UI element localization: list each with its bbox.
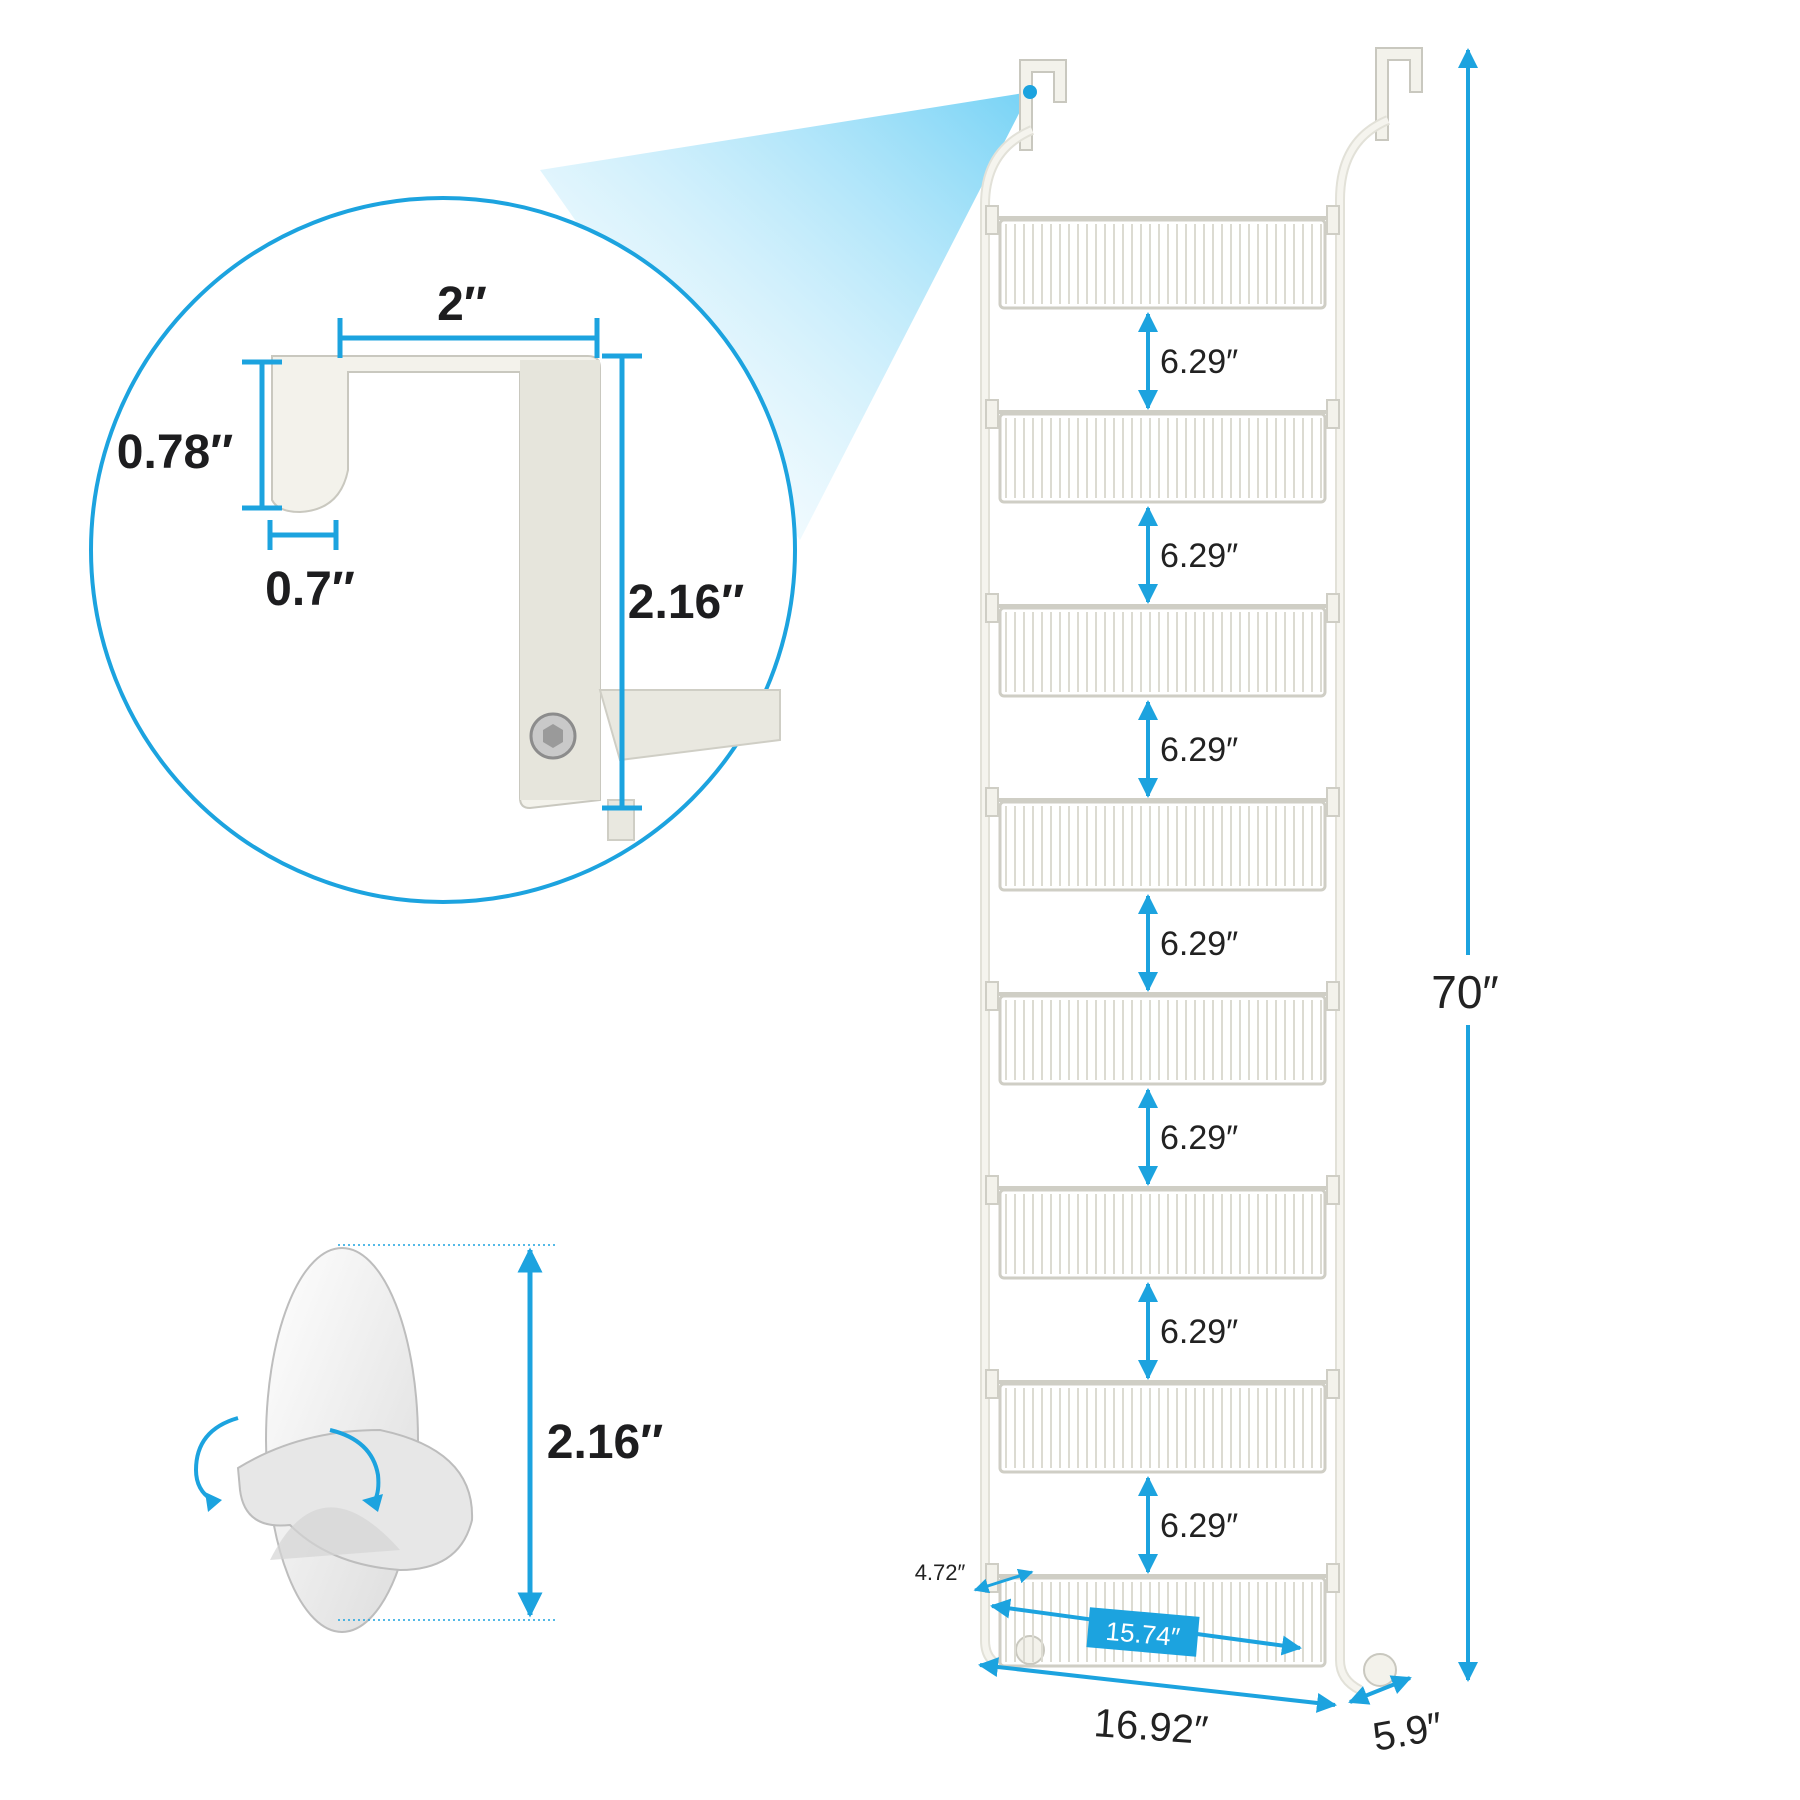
adhesive-hook-height-label: 2.16″: [547, 1416, 663, 1469]
wire-basket: [985, 1175, 1340, 1280]
wire-basket: [985, 981, 1340, 1086]
hook-detail-callout: 2″ 0.78″ 0.7″ 2.16″: [89, 196, 797, 904]
overall-width-label: 16.92″: [1092, 1701, 1209, 1753]
basket-width-dimension: 15.74″: [990, 1598, 1302, 1657]
wire-basket: [985, 399, 1340, 504]
hook-top-height-label: 0.78″: [117, 426, 233, 479]
zoom-beam: [540, 92, 1030, 540]
wire-basket: [985, 205, 1340, 310]
wire-basket: [985, 1369, 1340, 1474]
basket-width-label: 15.74″: [1105, 1616, 1182, 1652]
spacing-label: 6.29″: [1160, 731, 1238, 769]
hook-height-label: 2.16″: [628, 576, 744, 629]
spacing-label: 6.29″: [1160, 1313, 1238, 1351]
overall-depth-label: 5.9″: [1370, 1704, 1446, 1759]
spacing-label: 6.29″: [1160, 1119, 1238, 1157]
hook-width-label: 2″: [437, 278, 487, 331]
basket-list: [985, 205, 1340, 1668]
spacing-label: 6.29″: [1160, 537, 1238, 575]
spacing-label: 6.29″: [1160, 1507, 1238, 1545]
adhesive-hook: 2.16″: [193, 1244, 663, 1633]
hook-callout-dot: [1023, 85, 1037, 99]
spacing-label: 6.29″: [1160, 343, 1238, 381]
wire-basket: [985, 787, 1340, 892]
wire-basket: [985, 593, 1340, 698]
hook-thickness-label: 0.7″: [265, 563, 355, 616]
total-height-dimension: 70″: [1410, 48, 1520, 1682]
spacing-label: 6.29″: [1160, 925, 1238, 963]
door-rack: [980, 47, 1423, 1695]
total-height-label: 70″: [1431, 966, 1498, 1018]
rotate-arrow-icon: [193, 1416, 239, 1502]
basket-spacing-dimensions: 6.29″ 6.29″ 6.29″ 6.29″ 6.29″ 6.29″ 6.29″: [1138, 312, 1238, 1574]
basket-depth-label: 4.72″: [915, 1560, 966, 1585]
